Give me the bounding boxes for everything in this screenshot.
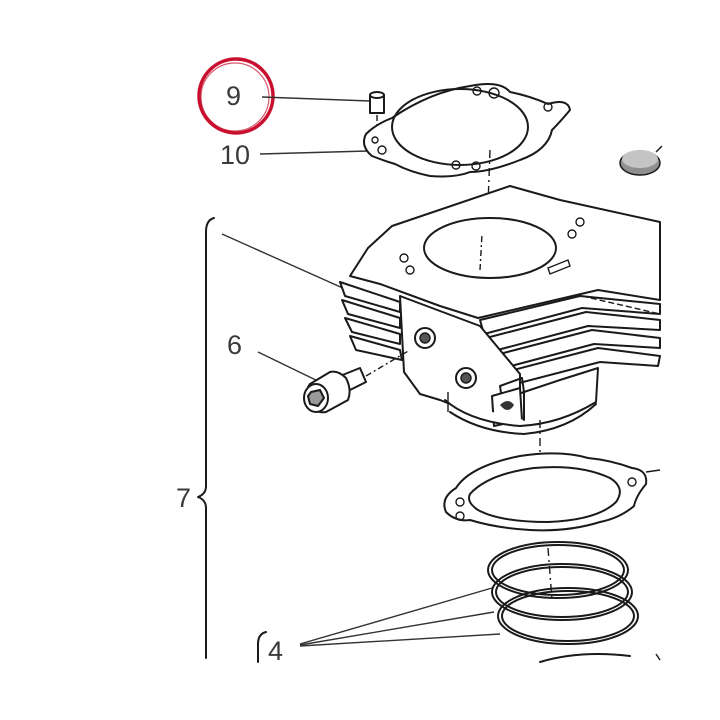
stud-nut-part[interactable] [303,349,411,414]
cap-disk-part[interactable] [619,145,663,176]
dowel-pin-part[interactable] [369,91,385,140]
callout-4[interactable]: 4 [268,636,283,666]
cylinder-block-part[interactable] [339,185,661,490]
group-bracket-7 [197,217,215,659]
head-gasket-part[interactable] [363,83,571,206]
callout-9[interactable]: 9 [226,81,241,111]
piston-rings-part[interactable] [487,541,661,663]
leader-lines [221,96,501,647]
callout-6[interactable]: 6 [227,330,242,360]
base-gasket-part[interactable] [443,452,661,532]
group-bracket-4 [257,631,267,663]
callout-7[interactable]: 7 [176,483,191,513]
callout-10[interactable]: 10 [220,140,250,170]
